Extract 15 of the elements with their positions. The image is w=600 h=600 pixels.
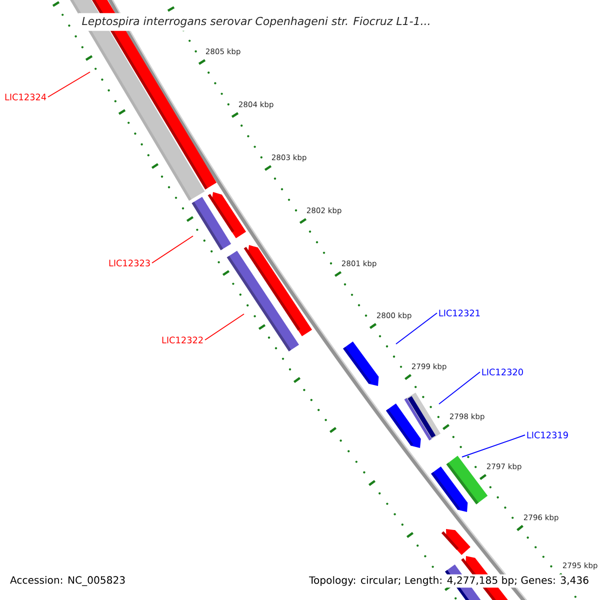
gene-label: LIC12322 [162,336,203,344]
info-text: Accession: NC_005823 [8,574,128,588]
leader-line [152,236,194,264]
leader-line [48,72,90,98]
map-title: Leptospira interrogans serovar Copenhageni str. Fiocruz L1-1... [78,13,434,31]
gene-label: LIC12319 [527,432,568,438]
gene-label: LIC12323 [109,260,150,266]
gene-label: LIC12324 [5,94,46,100]
leader-line [438,372,480,404]
gene-label: LIC12321 [439,310,480,316]
gene-label: LIC12320 [482,368,523,376]
leader-line [204,314,244,340]
info-text: Topology: circular; Length: 4,277,185 bp; Genes: 3,436 [307,574,591,588]
leader-line [462,434,526,458]
leader-line [396,312,438,344]
